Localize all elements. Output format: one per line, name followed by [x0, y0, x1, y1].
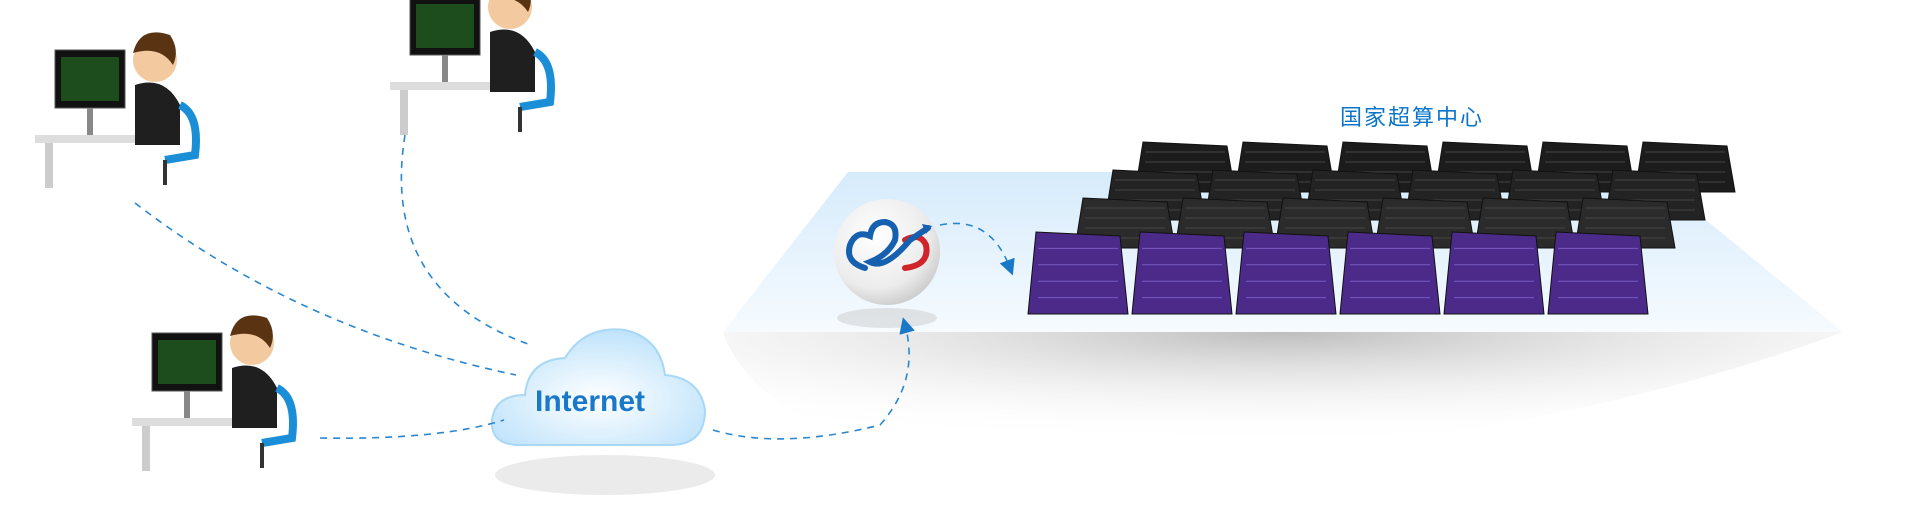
- supercomputing-center-title: 国家超算中心: [1340, 106, 1485, 131]
- server-rack: [1027, 231, 1129, 315]
- user-workstation-3: [132, 315, 297, 471]
- connection-lines: [134, 134, 1015, 440]
- internet-cloud-icon: [490, 328, 715, 495]
- server-rack: [1131, 231, 1233, 315]
- internet-label: Internet: [535, 385, 646, 418]
- supercomputer-cluster: [1027, 141, 1736, 315]
- user-workstation-2: [390, 0, 555, 135]
- server-rack: [1547, 231, 1649, 315]
- user-workstation-1: [35, 32, 200, 188]
- server-rack: [1339, 231, 1441, 315]
- server-rack: [1443, 231, 1545, 315]
- server-rack: [1235, 231, 1337, 315]
